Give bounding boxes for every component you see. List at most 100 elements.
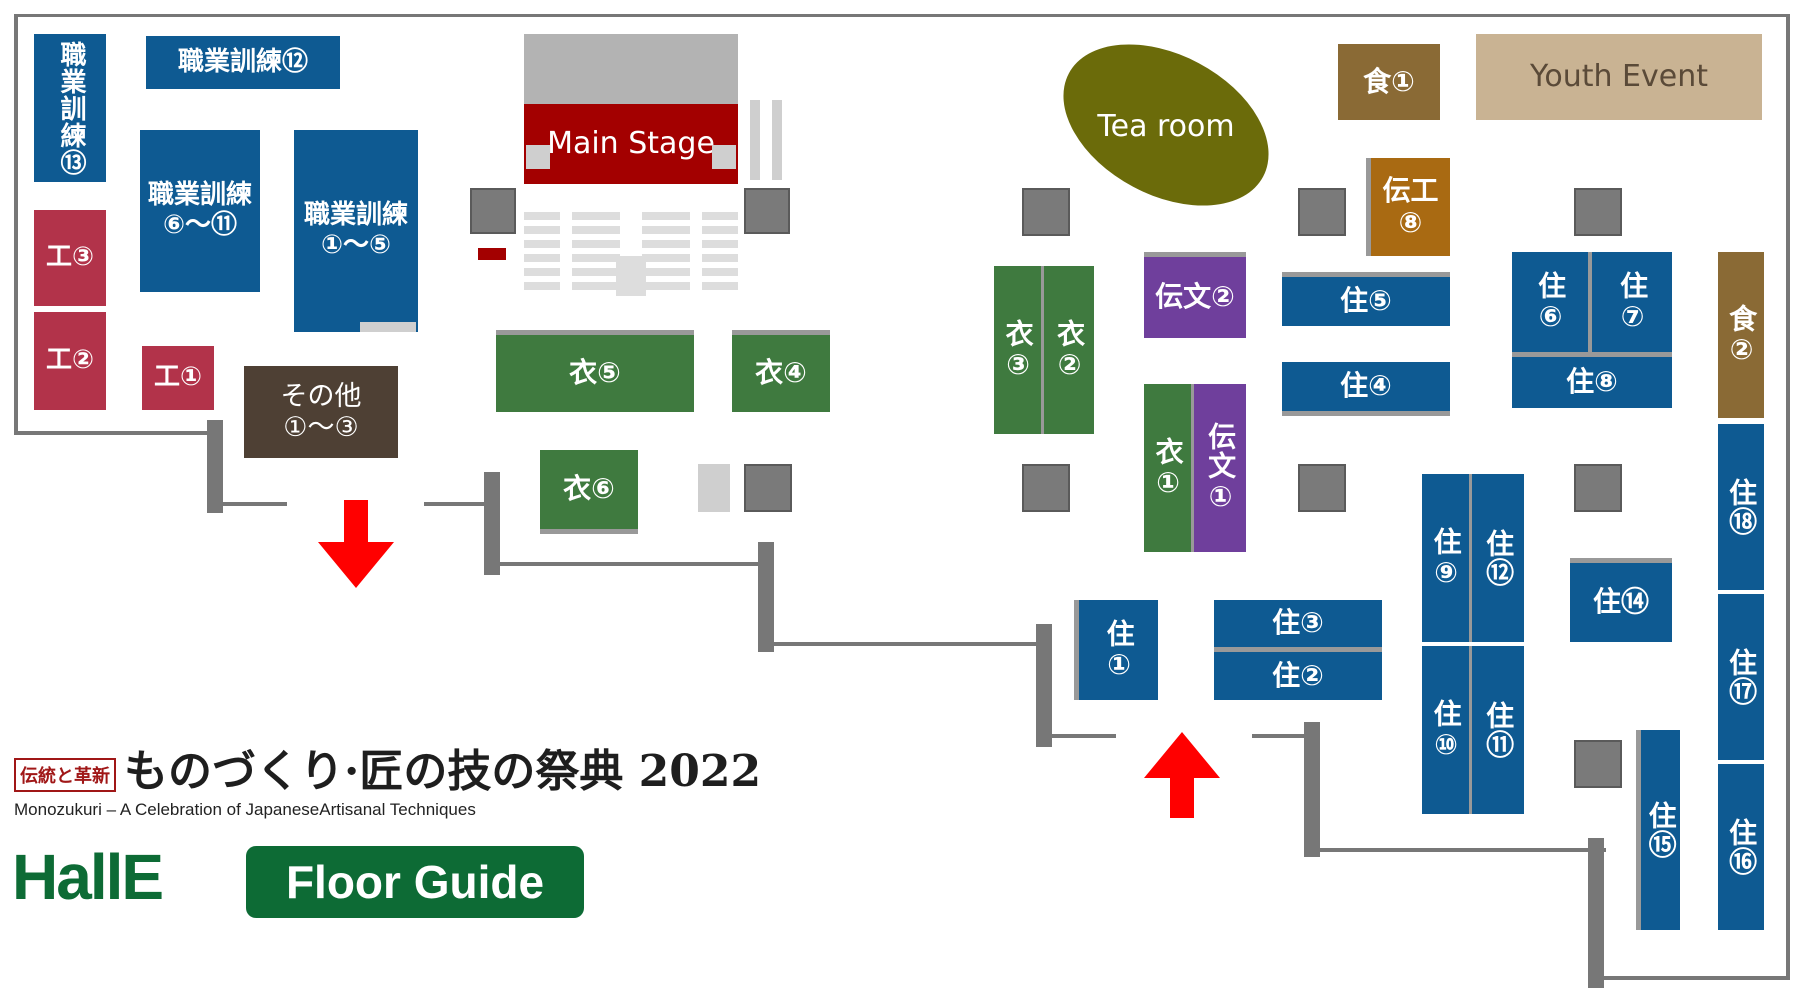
booth-label: 住⑦ (1616, 270, 1650, 334)
booth-ju-1[interactable]: 住① (1074, 600, 1158, 700)
stage-backdrop (524, 34, 738, 104)
tea-room[interactable]: Tea room (1054, 32, 1278, 218)
event-subtitle: Monozukuri – A Celebration of JapaneseAr… (14, 800, 476, 819)
booth-ko-1[interactable]: 工① (142, 346, 214, 410)
booth-shokugyo-12[interactable]: 職業訓練⑫ (146, 36, 340, 89)
audience-seating (524, 212, 738, 296)
booth-ju-11[interactable]: 住⑪ (1472, 646, 1524, 814)
booth-label: 職業訓練 (147, 180, 252, 211)
booth-label: 住⑯ (1725, 818, 1759, 876)
booth-i-1[interactable]: 衣① (1144, 384, 1194, 552)
booth-ju-2[interactable]: 住② (1214, 652, 1382, 700)
booth-i-3[interactable]: 衣③ (994, 266, 1044, 434)
booth-ju-9[interactable]: 住⑨ (1422, 474, 1472, 642)
booth-ju-5[interactable]: 住⑤ (1282, 272, 1450, 326)
tea-room-label: Tea room (1096, 109, 1234, 144)
booth-shoku-1[interactable]: 食① (1338, 44, 1440, 120)
wall-pillar-5 (1304, 722, 1320, 857)
booth-ju-8[interactable]: 住⑧ (1512, 352, 1672, 408)
wall-pillar-4 (1036, 624, 1052, 747)
booth-ju-12[interactable]: 住⑫ (1472, 474, 1524, 642)
booth-denbun-2[interactable]: 伝文② (1144, 252, 1246, 338)
entrance-arrow-down-icon (318, 500, 394, 588)
booth-ju-15[interactable]: 住⑮ (1636, 730, 1680, 930)
wall-seg-8 (1588, 976, 1790, 980)
booth-sonota-1-3[interactable]: その他 ①～③ (244, 366, 398, 458)
booth-label: 衣① (1151, 436, 1185, 500)
utility-box (698, 464, 730, 512)
pillar (1574, 464, 1622, 512)
booth-ju-4[interactable]: 住④ (1282, 362, 1450, 416)
stage-pole-1 (750, 100, 760, 180)
booth-ju-18[interactable]: 住⑱ (1718, 424, 1764, 590)
booth-label-range: ①～⑤ (320, 230, 392, 260)
booth-ju-17[interactable]: 住⑰ (1718, 594, 1764, 760)
booth-label: 衣⑤ (569, 356, 621, 390)
booth-label: 住⑤ (1340, 284, 1392, 318)
booth-i-4[interactable]: 衣④ (732, 330, 830, 412)
booth-i-2[interactable]: 衣② (1044, 266, 1094, 434)
booth-label: 住⑱ (1725, 478, 1759, 536)
booth-label: 住⑩ (1429, 698, 1463, 762)
booth-denbun-1[interactable]: 伝文① (1194, 384, 1246, 552)
stage-speaker-right (712, 145, 736, 169)
booth-label: 工① (153, 362, 202, 393)
wall-seg-4 (758, 642, 1048, 646)
booth-label: 衣④ (755, 356, 807, 390)
booth-ju-7[interactable]: 住⑦ (1592, 252, 1672, 352)
booth-label: 伝文① (1204, 422, 1238, 514)
main-stage[interactable]: Main Stage (524, 104, 738, 184)
pillar (744, 188, 790, 234)
booth-label: 住③ (1272, 606, 1324, 640)
wall-seg-5 (1036, 734, 1116, 738)
wall-pillar-2 (484, 472, 500, 575)
booth-label: 衣② (1053, 318, 1087, 382)
booth-label: 住⑮ (1644, 801, 1678, 859)
pillar (470, 188, 516, 234)
booth-ju-6[interactable]: 住⑥ (1512, 252, 1592, 352)
booth-ko-3[interactable]: 工③ (34, 210, 106, 306)
wall-seg-1 (207, 502, 287, 506)
booth-i-5[interactable]: 衣⑤ (496, 330, 694, 412)
booth-ju-16[interactable]: 住⑯ (1718, 764, 1764, 930)
booth-label: 工③ (45, 242, 94, 273)
booth-label: 衣⑥ (563, 472, 615, 506)
hall-name: HallE (12, 841, 164, 913)
booth-label-range: ⑥～⑪ (162, 210, 237, 240)
outer-wall-right (1786, 14, 1790, 979)
booth-ju-10[interactable]: 住⑩ (1422, 646, 1472, 814)
youth-event-area[interactable]: Youth Event (1476, 34, 1762, 120)
booth-i-6[interactable]: 衣⑥ (540, 450, 638, 534)
booth-label: 住⑰ (1725, 648, 1759, 706)
pillar (1574, 740, 1622, 788)
stage-console (478, 248, 506, 260)
booth-shoku-2[interactable]: 食② (1718, 252, 1764, 418)
booth-denko-8[interactable]: 伝工⑧ (1366, 158, 1450, 256)
booth-label: 住⑨ (1429, 526, 1463, 590)
pillar (1022, 464, 1070, 512)
pillar (1298, 188, 1346, 236)
booth-label: 住⑥ (1534, 270, 1568, 334)
stage-pole-2 (772, 100, 782, 180)
outer-wall-top (14, 14, 1788, 17)
booth-ko-2[interactable]: 工② (34, 312, 106, 410)
booth-label: 職業訓練⑬ (55, 40, 86, 176)
booth-ju-14[interactable]: 住⑭ (1570, 558, 1672, 642)
wall-seg-2 (424, 502, 499, 506)
pillar (1022, 188, 1070, 236)
title-badge: 伝統と革新 (14, 757, 116, 792)
booth-label: 衣③ (1001, 318, 1035, 382)
pillar (1298, 464, 1346, 512)
outer-wall-left (14, 14, 18, 434)
event-title: 伝統と革新ものづくり·匠の技の祭典 2022 (14, 735, 761, 799)
booth-shokugyo-1-5[interactable]: 職業訓練 ①～⑤ (294, 130, 418, 332)
wall-pillar-3 (758, 542, 774, 652)
wall-pillar-6 (1588, 838, 1604, 988)
event-title-text: ものづくり·匠の技の祭典 2022 (124, 746, 762, 797)
booth-shokugyo-6-11[interactable]: 職業訓練 ⑥～⑪ (140, 130, 260, 292)
booth-label: 住② (1272, 658, 1324, 692)
booth-ju-3[interactable]: 住③ (1214, 600, 1382, 652)
booth-label: 職業訓練⑫ (177, 46, 308, 77)
wall-bottom-left (14, 431, 210, 435)
booth-shokugyo-13[interactable]: 職業訓練⑬ (34, 34, 106, 182)
